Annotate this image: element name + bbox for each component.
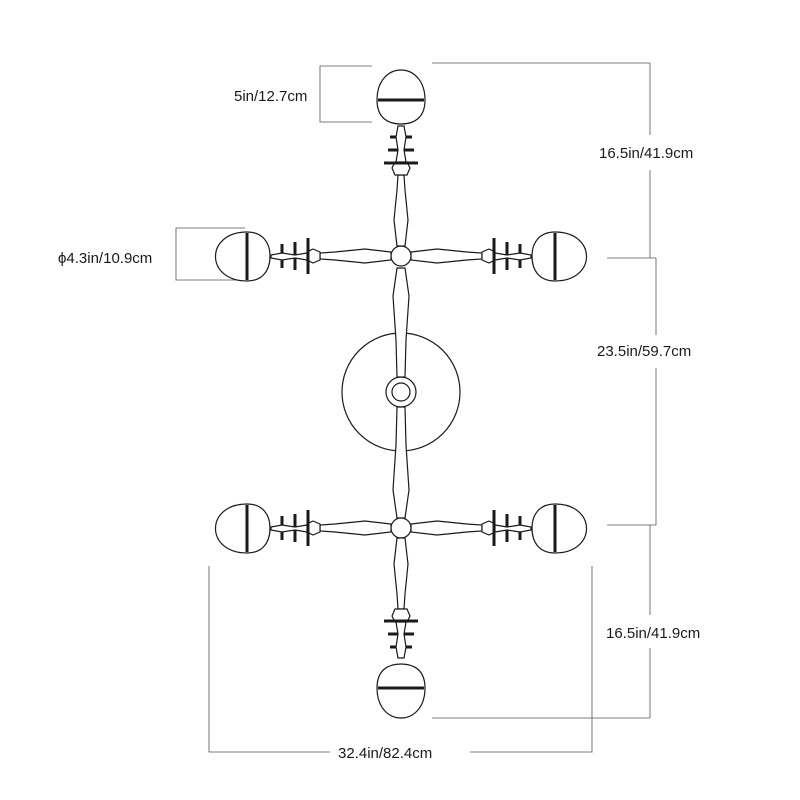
shade-diameter-bracket [175, 227, 245, 281]
upper-right-arm-neck [494, 252, 532, 261]
central-stem-upper [392, 267, 410, 378]
bottom-section-label: 16.5in/41.9cm [606, 625, 700, 642]
bottom-arm-rod [393, 537, 409, 610]
top-arm-neck [395, 125, 407, 163]
fixture [214, 69, 588, 719]
top-arm-rod [393, 174, 409, 247]
lower-hub [390, 517, 412, 539]
bottom-arm-neck [395, 621, 407, 659]
dimension-lines [175, 62, 657, 753]
top-shade [376, 69, 426, 125]
upper-left-arm-rod [319, 248, 392, 264]
middle-section-label: 23.5in/59.7cm [597, 343, 691, 360]
lower-left-shade [214, 503, 271, 554]
shade-diameter-label: ϕ4.3in/10.9cm [58, 250, 152, 267]
overall-width-bracket [208, 566, 330, 753]
top-section-label: 16.5in/41.9cm [599, 145, 693, 162]
overall-width-label: 32.4in/82.4cm [338, 745, 432, 762]
shade-height-label: 5in/12.7cm [234, 88, 307, 105]
upper-left-arm-neck [270, 252, 308, 261]
lower-right-shade [531, 503, 588, 554]
lower-right-arm-neck [494, 524, 532, 533]
shade-height-bracket [319, 65, 372, 123]
bottom-shade [376, 663, 426, 719]
dimension-labels: 5in/12.7cm ϕ4.3in/10.9cm 16.5in/41.9cm 2… [58, 88, 700, 762]
lower-left-arm-neck [270, 524, 308, 533]
upper-right-shade [531, 231, 588, 282]
central-stem-lower [392, 406, 410, 519]
canopy-hub-inner [391, 382, 411, 402]
overall-width-bracket-right [470, 566, 593, 753]
lower-left-arm-rod [319, 520, 392, 536]
upper-right-arm-rod [410, 248, 483, 264]
upper-hub [390, 245, 412, 267]
upper-left-shade [214, 231, 271, 282]
lower-right-arm-rod [410, 520, 483, 536]
